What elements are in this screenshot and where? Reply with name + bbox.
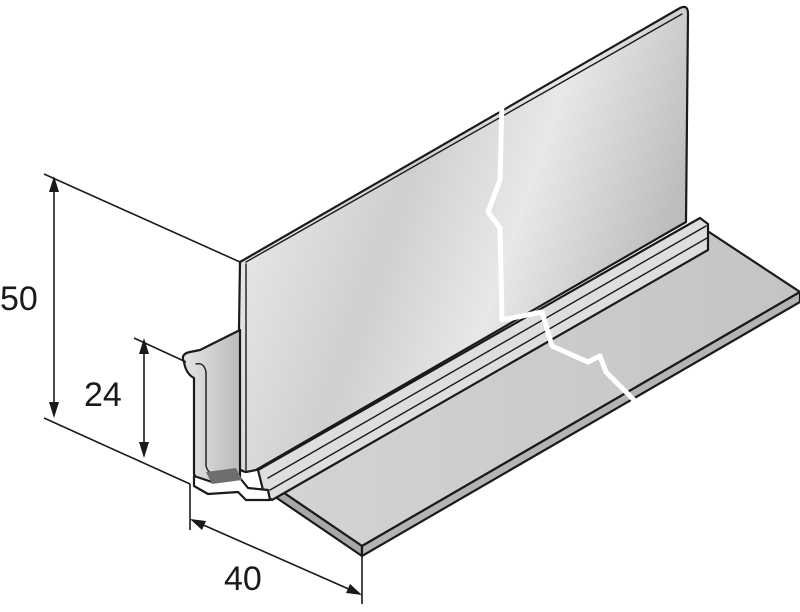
channel-bottom-shadow: [206, 468, 242, 484]
dimension-height-total: 50: [0, 173, 241, 485]
arrow-head-left: [190, 519, 206, 530]
dimension-width-base: 40: [189, 484, 363, 604]
web-top-edge: [245, 13, 683, 263]
width-base-label: 40: [224, 560, 262, 598]
height-total-label: 50: [0, 280, 38, 318]
web-base-rib-line-2: [269, 237, 708, 491]
arrow-head-down: [139, 442, 149, 458]
base-flange-side: [360, 290, 800, 558]
left-channel: [181, 328, 242, 490]
arrow-head-down: [49, 402, 59, 418]
arrow-head-right: [346, 584, 362, 595]
break-line: [485, 99, 639, 405]
arrow-head-up: [139, 338, 149, 354]
arrow-head-up: [49, 176, 59, 192]
web-base-rib-line: [267, 225, 707, 479]
profile-body: [181, 5, 800, 558]
dimension-height-channel: 24: [84, 337, 187, 458]
height-channel-label: 24: [84, 376, 122, 414]
